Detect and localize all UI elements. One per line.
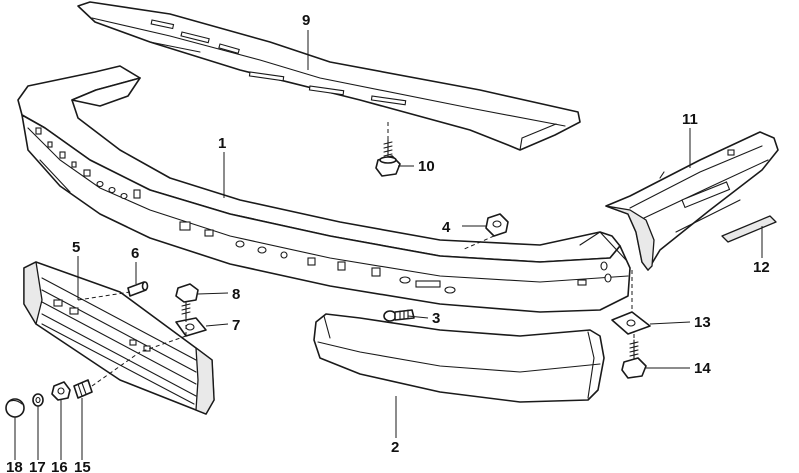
part-6-pin [127,281,149,297]
part-2-lower-cover [313,313,605,403]
callout-4: 4 [442,219,451,236]
callout-labels: 1 2 3 4 5 6 7 8 9 10 11 12 13 14 15 16 1… [6,12,770,473]
part-17-washer [32,393,44,407]
callout-17: 17 [29,459,46,473]
part-11-corner [605,131,779,271]
callout-16: 16 [51,459,68,473]
part-1-bumper [17,65,631,313]
callout-8: 8 [232,286,240,303]
callout-10: 10 [418,158,435,175]
part-14-bolt [621,339,647,379]
part-7-clip [175,317,207,337]
part-15-stud [73,379,93,399]
part-13-clip [611,311,651,335]
callout-6: 6 [131,245,139,262]
callout-1: 1 [218,135,226,152]
part-4-nut [485,213,509,237]
callout-9: 9 [302,12,310,29]
callout-7: 7 [232,317,240,334]
part-5-grille [23,261,215,415]
callout-14: 14 [694,360,711,377]
callout-18: 18 [6,459,23,473]
part-8-bolt [175,283,199,319]
part-10-bolt [375,139,401,177]
callout-12: 12 [753,259,770,276]
callout-2: 2 [391,439,399,456]
callout-15: 15 [74,459,91,473]
callout-13: 13 [694,314,711,331]
leader-lines [14,30,763,460]
part-3-screw [383,309,415,322]
callout-11: 11 [682,111,698,128]
callout-5: 5 [72,239,80,256]
part-16-nut [51,381,71,401]
part-12-trim-strip [721,215,777,243]
part-9-carrier [77,1,581,151]
part-18-cap [5,398,25,418]
callout-3: 3 [432,310,440,327]
